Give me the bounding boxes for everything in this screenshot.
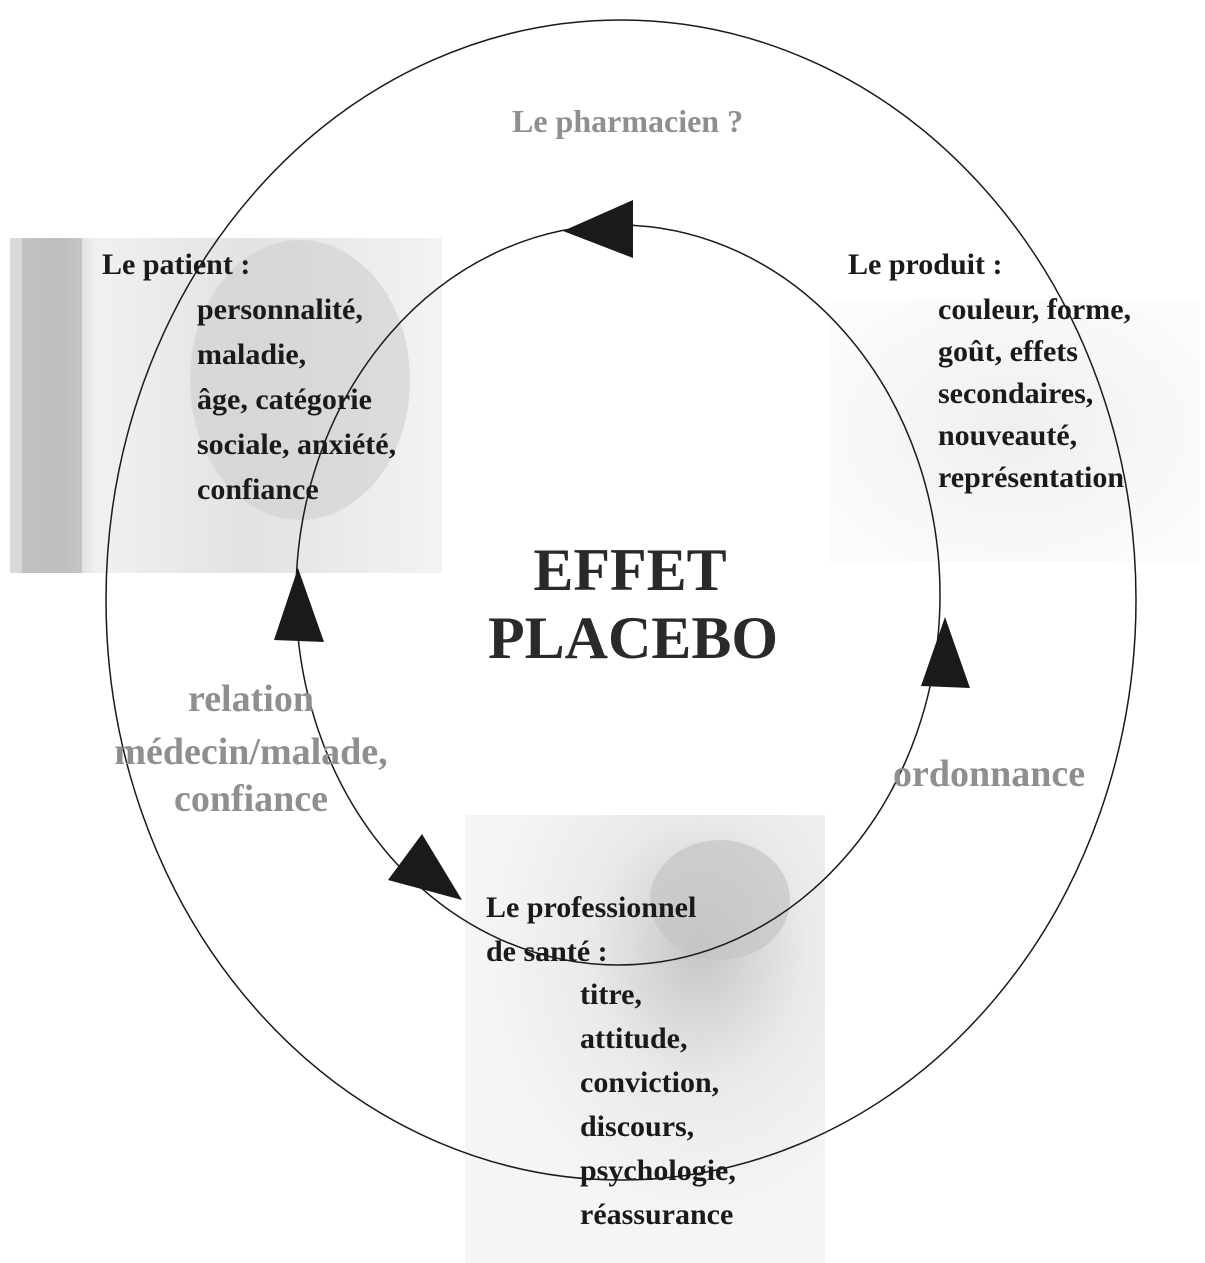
relation-line2: médecin/malade, <box>114 731 388 773</box>
arrow-right <box>921 617 970 688</box>
produit-item: secondaires, <box>938 377 1094 410</box>
relation-line3: confiance <box>173 778 329 820</box>
arrow-bottom-left <box>388 834 462 900</box>
patient-item: maladie, <box>197 338 307 371</box>
patient-title: Le patient : <box>102 248 251 281</box>
patient-photo-face <box>190 240 410 520</box>
outer-circle <box>105 19 1137 1181</box>
professionnel-title-line1: Le professionnel <box>486 891 697 924</box>
professionnel-item: discours, <box>580 1110 695 1143</box>
professionnel-title-line2: de santé : <box>486 935 608 968</box>
produit-item: couleur, forme, <box>938 293 1132 326</box>
produit-title: Le produit : <box>848 248 1003 281</box>
ordonnance-label: ordonnance <box>893 753 1086 795</box>
patient-item: sociale, anxiété, <box>197 428 397 461</box>
arrow-top <box>563 200 633 258</box>
patient-item: personnalité, <box>197 293 363 326</box>
center-title-line2: PLACEBO <box>487 605 779 671</box>
professionnel-item: psychologie, <box>580 1154 736 1187</box>
produit-item: goût, effets <box>938 335 1078 368</box>
produit-item: représentation <box>938 461 1125 494</box>
patient-item: âge, catégorie <box>197 383 372 416</box>
pharmacien-label: Le pharmacien ? <box>512 103 744 139</box>
professionnel-item: titre, <box>580 978 642 1011</box>
relation-line1: relation <box>188 678 314 720</box>
professionnel-item: conviction, <box>580 1066 720 1099</box>
arrow-left <box>274 568 324 642</box>
produit-item: nouveauté, <box>938 419 1078 452</box>
patient-item: confiance <box>197 473 319 506</box>
patient-photo-dark-band <box>22 238 82 573</box>
center-title-line1: EFFET <box>533 537 727 603</box>
product-photo <box>830 300 1200 562</box>
professionnel-item: réassurance <box>580 1198 734 1231</box>
professionnel-item: attitude, <box>580 1022 688 1055</box>
